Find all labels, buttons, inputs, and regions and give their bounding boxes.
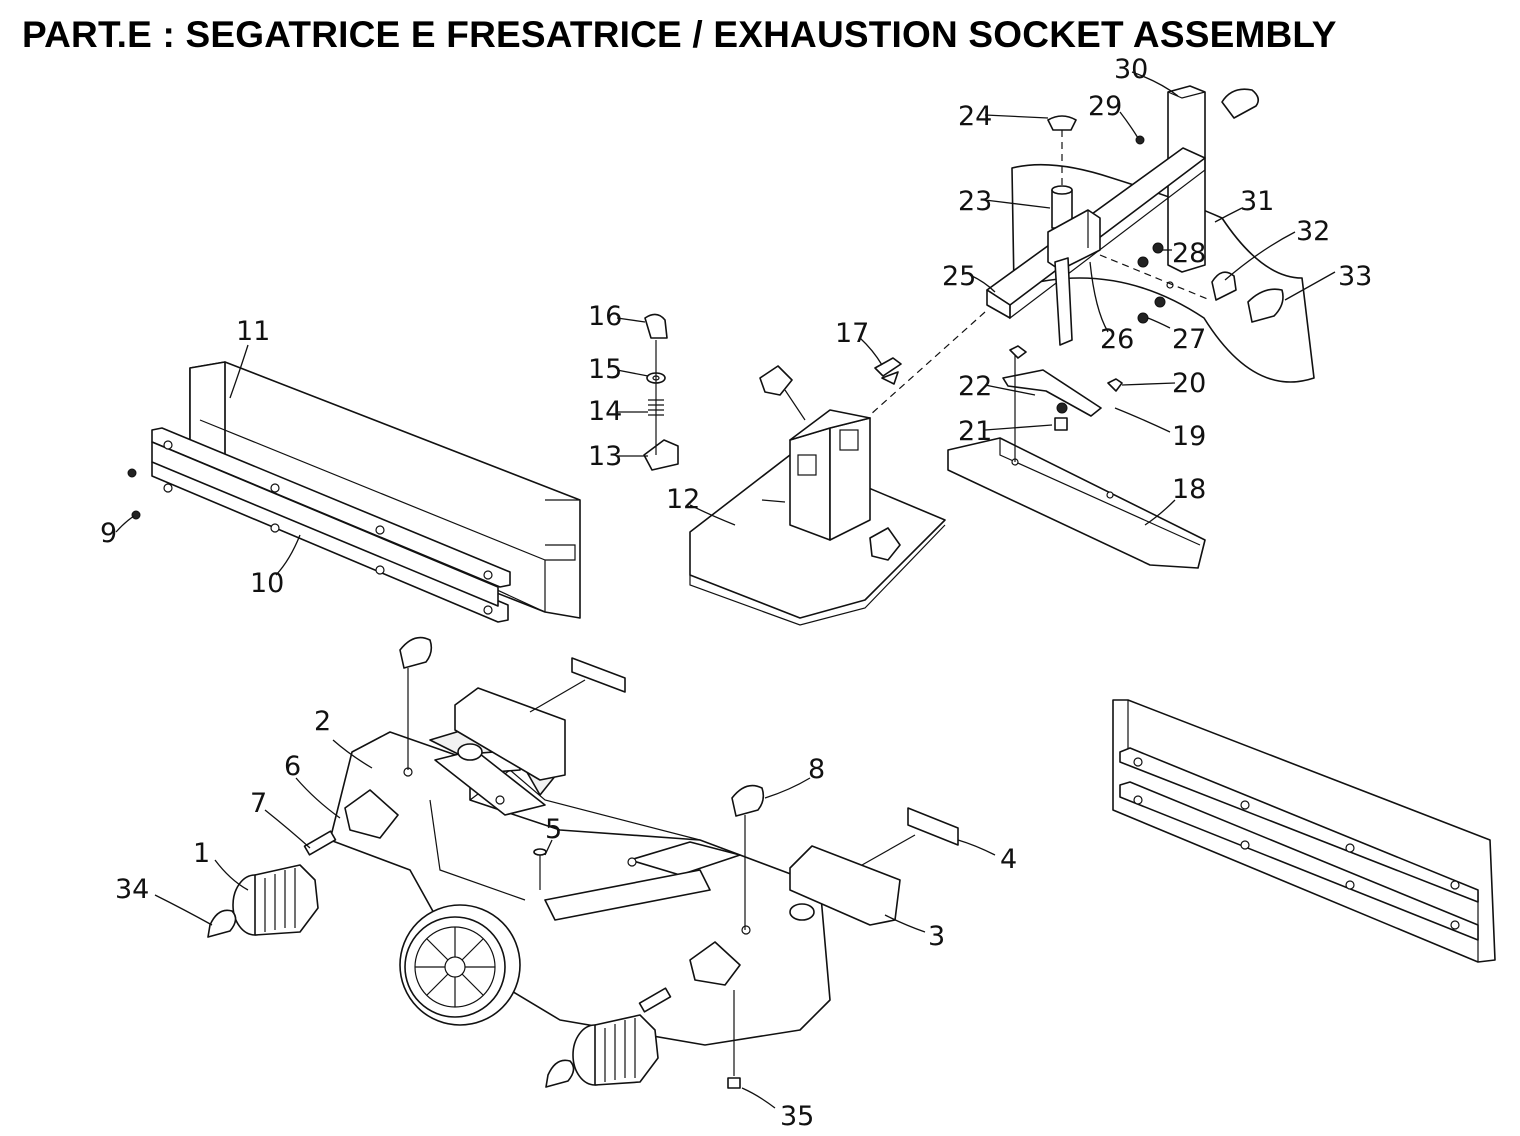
callout-11: 11 [236, 316, 270, 347]
parts-23-30-arm-assembly [986, 85, 1260, 346]
callout-24: 24 [958, 101, 992, 132]
part-8-knobs [399, 636, 765, 930]
callout-26: 26 [1100, 324, 1134, 355]
callout-29: 29 [1088, 91, 1122, 122]
callout-1: 1 [193, 838, 210, 869]
callout-27: 27 [1172, 324, 1206, 355]
callout-8: 8 [808, 754, 825, 785]
callout-23: 23 [958, 186, 992, 217]
part-12-base-plate [689, 365, 946, 626]
callout-labels: 1 2 3 4 5 6 7 8 9 10 11 12 13 14 15 16 1… [100, 54, 1372, 1132]
callout-10: 10 [250, 568, 284, 599]
callout-28: 28 [1172, 238, 1206, 269]
part-9-screws [127, 468, 141, 520]
callout-2: 2 [314, 706, 331, 737]
exhaust-socket-wheel [399, 904, 521, 1026]
callout-18: 18 [1172, 474, 1206, 505]
assembly-line-arm-bracket [869, 311, 986, 416]
callout-30: 30 [1114, 54, 1148, 85]
callout-32: 32 [1296, 216, 1330, 247]
part-17-clip [874, 357, 902, 385]
lower-right-socket-and-part-35 [545, 941, 741, 1089]
part-18-guard [947, 437, 1206, 569]
part-10-plates [151, 427, 511, 623]
parts-27-33-small-hardware [1099, 135, 1284, 324]
parts-1-6-7-34-left-socket [207, 789, 399, 938]
callout-17: 17 [835, 318, 869, 349]
callout-9: 9 [100, 518, 117, 549]
callout-22: 22 [958, 371, 992, 402]
leader-lines [115, 71, 1336, 1109]
callout-31: 31 [1240, 186, 1274, 217]
diagram-title: PART.E : SEGATRICE E FRESATRICE / EXHAUS… [22, 14, 1337, 55]
callout-15: 15 [588, 354, 622, 385]
callout-34: 34 [115, 874, 149, 905]
callout-19: 19 [1172, 421, 1206, 452]
callout-33: 33 [1338, 261, 1372, 292]
rear-panel [1112, 699, 1496, 963]
callout-20: 20 [1172, 368, 1206, 399]
callout-5: 5 [545, 814, 562, 845]
callout-21: 21 [958, 416, 992, 447]
parts-13-16-knob-set [643, 313, 679, 471]
callout-25: 25 [942, 261, 976, 292]
callout-3: 3 [928, 921, 945, 952]
callout-4: 4 [1000, 844, 1017, 875]
callout-14: 14 [588, 396, 622, 427]
callout-13: 13 [588, 441, 622, 472]
callout-6: 6 [284, 751, 301, 782]
callout-16: 16 [588, 301, 622, 332]
callout-12: 12 [666, 484, 700, 515]
callout-35: 35 [780, 1101, 814, 1132]
parts-19-22-bracket [1002, 345, 1123, 462]
upper-left-rail [454, 657, 626, 781]
callout-7: 7 [250, 788, 267, 819]
parts-3-4-side-rail [789, 807, 959, 926]
part-2-main-housing [329, 724, 831, 1046]
